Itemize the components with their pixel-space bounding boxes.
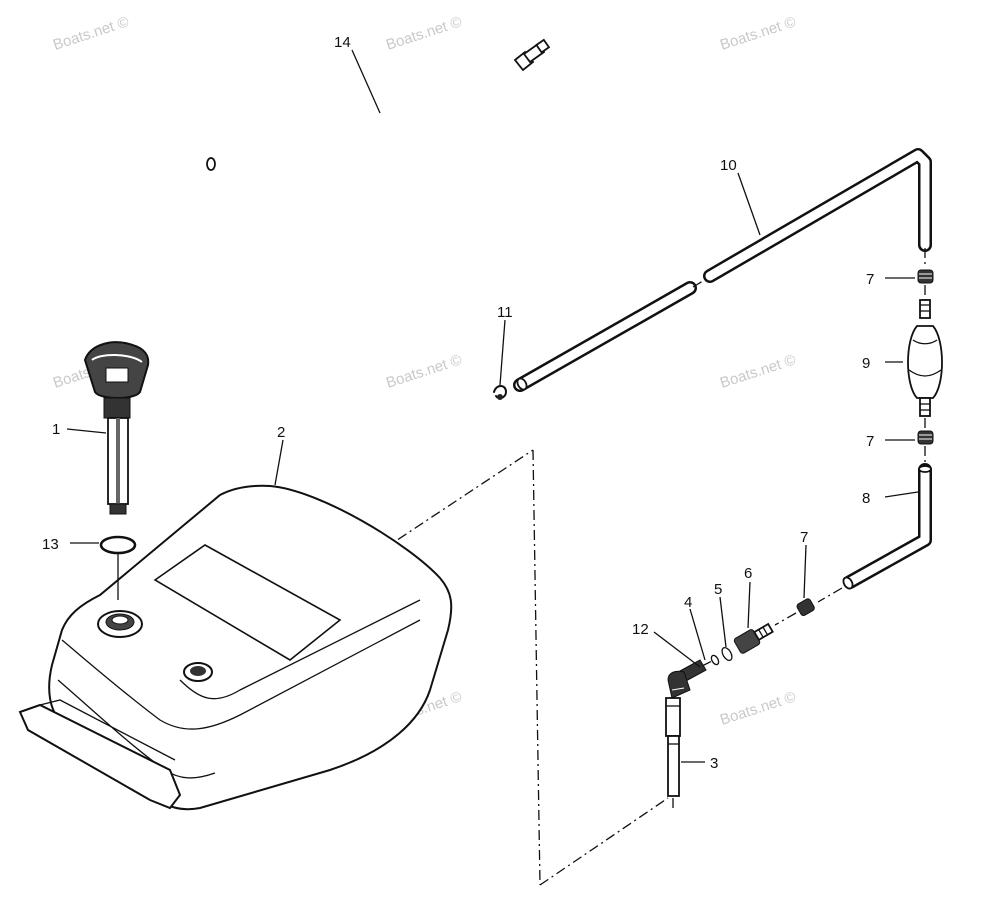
callout-5: 5 <box>714 581 722 598</box>
elbow-fitting-icon <box>667 659 707 699</box>
leader-lines <box>66 49 919 763</box>
hose-clamp-icon <box>774 598 815 626</box>
gasket-icon <box>99 535 137 600</box>
callout-labels: 1 2 3 4 5 6 7 7 7 8 9 10 11 12 13 14 <box>42 34 874 772</box>
callout-7-lower: 7 <box>800 529 808 546</box>
fuel-line-icon <box>513 148 932 392</box>
callout-7-upper: 7 <box>866 271 874 288</box>
watermark-text: Boats.net © <box>384 351 464 391</box>
primer-bulb-icon <box>907 299 943 430</box>
tank-connector-icon <box>733 622 774 654</box>
callout-11: 11 <box>497 304 513 321</box>
callout-13: 13 <box>42 536 59 553</box>
callout-2: 2 <box>277 424 285 441</box>
hose-clamp-icon <box>917 430 934 465</box>
washer-icon <box>701 654 720 667</box>
watermark-text: Boats.net © <box>384 13 464 53</box>
callout-8: 8 <box>862 490 870 507</box>
callout-6: 6 <box>744 565 752 582</box>
watermark-text: Boats.net © <box>718 13 798 53</box>
fuel-tank-icon <box>18 484 453 811</box>
callout-10: 10 <box>720 157 737 174</box>
watermark-text: Boats.net © <box>718 688 798 728</box>
watermark-text: Boats.net © <box>51 13 131 53</box>
fuel-hose-icon <box>817 463 932 603</box>
callout-12: 12 <box>632 621 649 638</box>
callout-4: 4 <box>684 594 692 611</box>
fuel-gauge-icon <box>83 341 150 515</box>
hose-clamp-icon <box>917 269 934 300</box>
o-ring-icon <box>721 646 733 662</box>
callout-7-middle: 7 <box>866 433 874 450</box>
callout-3: 3 <box>710 755 718 772</box>
callout-9: 9 <box>862 355 870 372</box>
watermark-text: Boats.net © <box>718 351 798 391</box>
pickup-tube-icon <box>665 697 681 810</box>
vent-hose-icon <box>206 38 551 171</box>
clip-icon <box>493 385 507 400</box>
callout-1: 1 <box>52 421 60 438</box>
callout-14: 14 <box>334 34 351 51</box>
